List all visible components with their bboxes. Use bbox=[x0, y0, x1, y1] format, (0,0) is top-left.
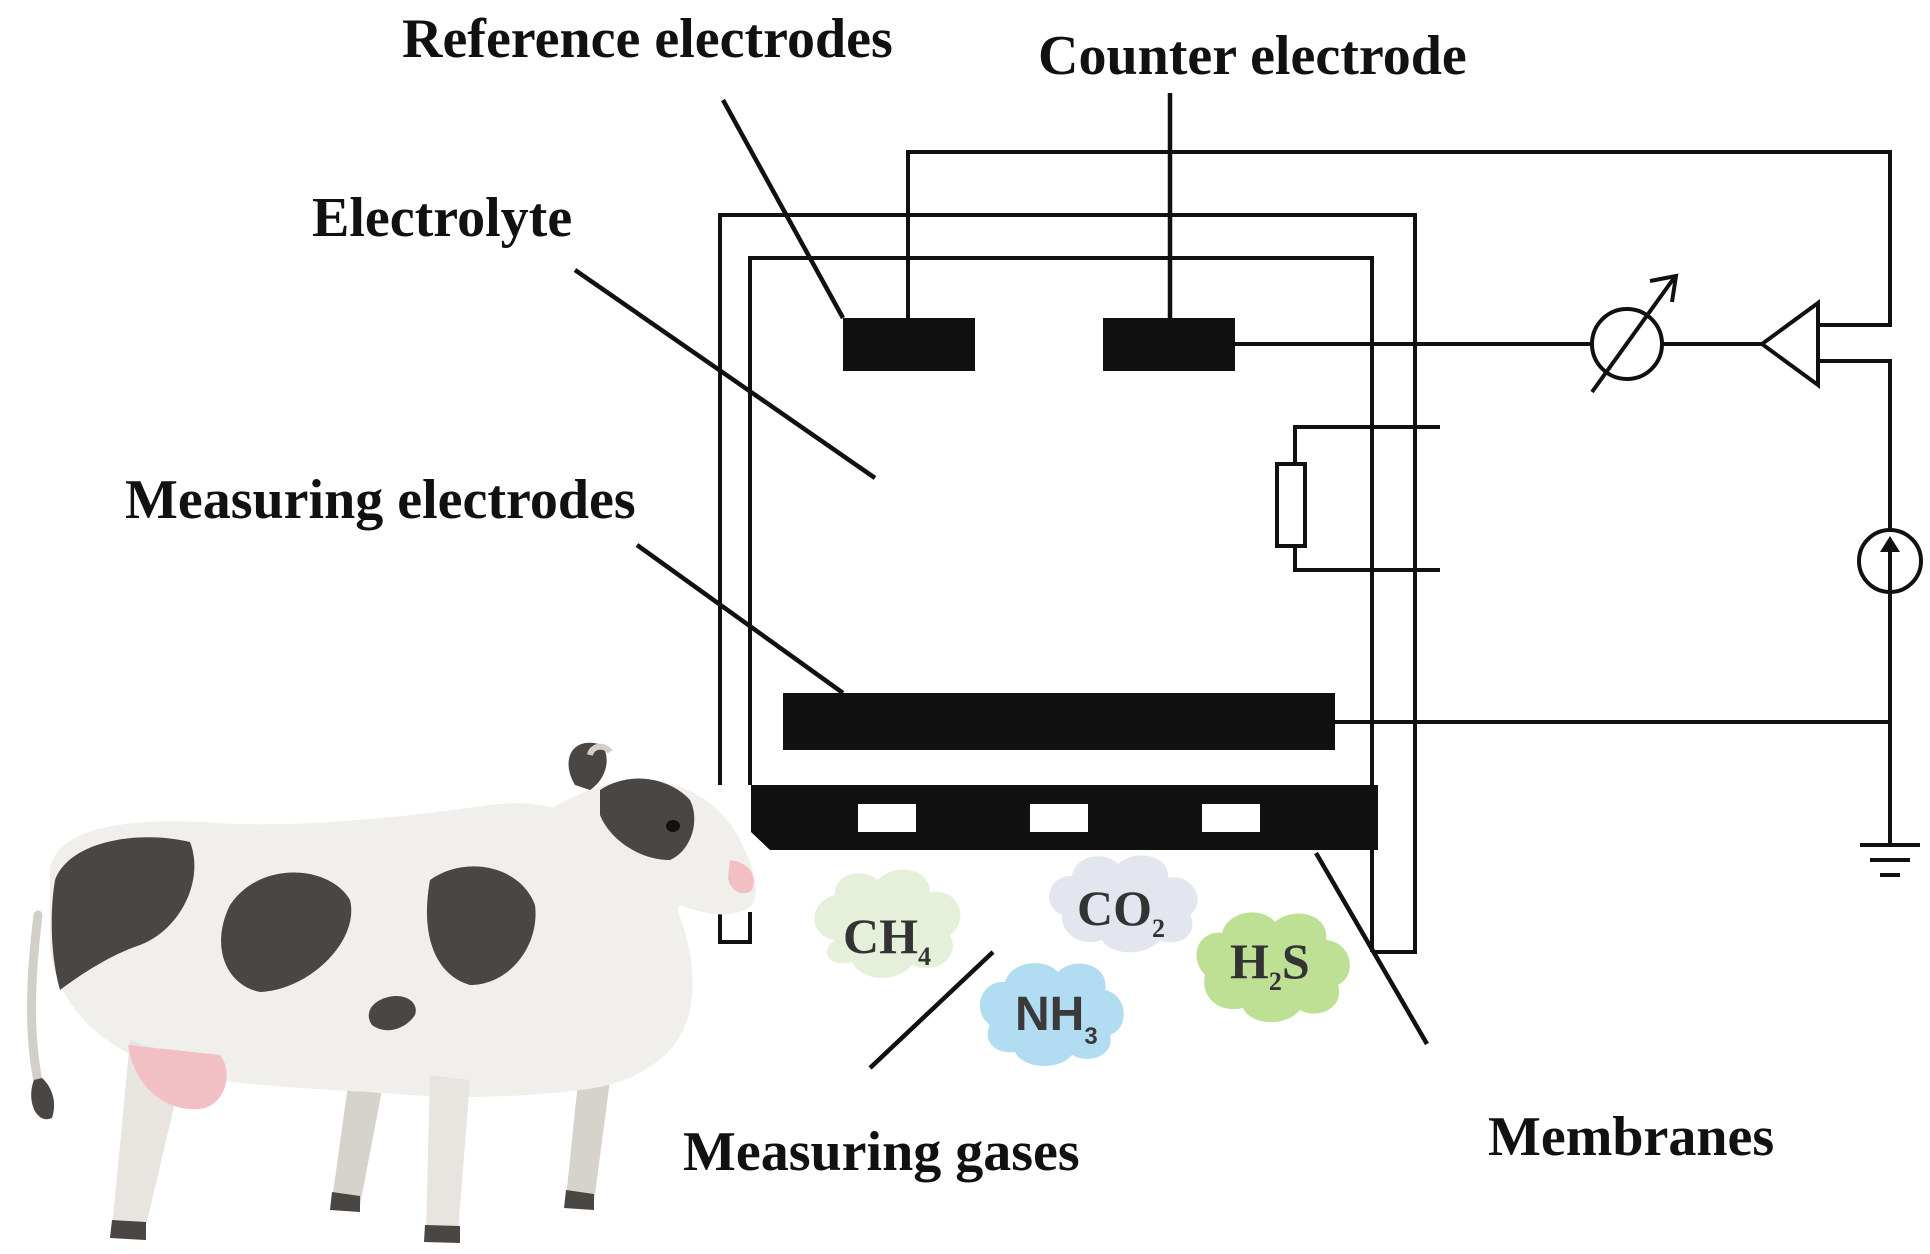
measuring-gases-label: Measuring gases bbox=[683, 1121, 1080, 1183]
cow-tail bbox=[27, 910, 45, 1095]
reference-electrodes-label: Reference electrodes bbox=[402, 8, 893, 70]
cow-eye bbox=[666, 820, 680, 832]
current-source-arrow bbox=[1880, 536, 1900, 552]
measuring-electrodes-leader bbox=[635, 543, 845, 695]
cow-hoof bbox=[110, 1220, 146, 1240]
counter-electrode-label: Counter electrode bbox=[1038, 25, 1467, 87]
meter-symbol bbox=[1590, 273, 1679, 394]
reference-feedback-wire bbox=[906, 150, 1892, 327]
membrane-pore bbox=[858, 804, 916, 832]
nh3-formula: NH3 bbox=[1015, 988, 1098, 1050]
ch4-cloud: CH4 bbox=[814, 869, 961, 978]
co2-subscript: 2 bbox=[1152, 914, 1165, 943]
cow-spot bbox=[368, 995, 416, 1031]
cow-near-front-leg bbox=[426, 1075, 470, 1233]
cow-far-front-leg bbox=[566, 1062, 612, 1202]
electrolyte-leader bbox=[573, 268, 877, 480]
co2-cloud: CO2 bbox=[1049, 855, 1198, 953]
resistor-body bbox=[1275, 462, 1307, 548]
measuring-gases-leader bbox=[868, 950, 995, 1070]
cow-head bbox=[520, 780, 756, 970]
cow-illustration bbox=[27, 742, 756, 1243]
measuring-electrodes-label: Measuring electrodes bbox=[125, 469, 636, 531]
nh3-main: NH bbox=[1015, 988, 1084, 1041]
cow-spot bbox=[426, 866, 536, 985]
ground-symbol bbox=[1860, 843, 1920, 877]
external-circuit bbox=[906, 150, 1892, 845]
ch4-subscript: 4 bbox=[918, 942, 931, 971]
amplifier-input-wire bbox=[1818, 359, 1892, 530]
cow-hoof bbox=[424, 1225, 460, 1243]
h2s-cloud-shape bbox=[1196, 912, 1350, 1023]
h2s-main: H bbox=[1230, 933, 1269, 989]
nh3-cloud: NH3 bbox=[979, 963, 1124, 1067]
cow-far-back-leg bbox=[332, 1085, 382, 1205]
resistor-wire bbox=[1293, 425, 1440, 572]
meter-arrow-head bbox=[1649, 273, 1679, 303]
membrane-pore bbox=[1030, 804, 1088, 832]
cow-tail-tuft bbox=[31, 1078, 55, 1120]
ch4-main: CH bbox=[843, 908, 918, 964]
amplifier-symbol bbox=[1758, 299, 1820, 389]
co2-cloud-shape bbox=[1049, 855, 1198, 953]
nh3-cloud-shape bbox=[979, 963, 1124, 1067]
cow-ear bbox=[568, 742, 607, 790]
h2s-subscript: 2 bbox=[1269, 967, 1282, 996]
cow-horn bbox=[587, 743, 613, 757]
reference-electrodes-leader bbox=[721, 98, 845, 320]
cow-spot bbox=[51, 837, 195, 990]
membranes-label: Membranes bbox=[1488, 1106, 1774, 1168]
co2-main: CO bbox=[1077, 880, 1152, 936]
membrane-pore bbox=[1202, 804, 1260, 832]
nh3-subscript: 3 bbox=[1084, 1023, 1097, 1050]
electrolyte-label: Electrolyte bbox=[312, 187, 572, 249]
h2s-formula: H2S bbox=[1230, 933, 1310, 996]
reference-electrode-block bbox=[843, 318, 975, 371]
sensor-housing bbox=[718, 213, 1417, 954]
cow-nose bbox=[728, 860, 754, 894]
h2s-tail: S bbox=[1282, 933, 1310, 989]
co2-formula: CO2 bbox=[1077, 880, 1165, 943]
ch4-formula: CH4 bbox=[843, 908, 931, 971]
cow-body bbox=[50, 803, 693, 1097]
counter-electrode-block bbox=[1103, 318, 1235, 371]
h2s-cloud: H2S bbox=[1196, 912, 1350, 1023]
cow-spot bbox=[221, 872, 352, 992]
cow-hoof bbox=[564, 1190, 594, 1210]
cow-udder bbox=[128, 1045, 227, 1110]
measuring-electrode-bar bbox=[783, 693, 1335, 750]
meter-arrow-line bbox=[1590, 276, 1676, 394]
membrane bbox=[751, 785, 1378, 850]
membranes-leader bbox=[1314, 851, 1429, 1046]
inner-housing-wall bbox=[748, 256, 1374, 952]
outer-housing-wall bbox=[718, 213, 1417, 954]
cow-head-patch bbox=[600, 778, 695, 860]
ch4-cloud-shape bbox=[814, 869, 961, 978]
resistor bbox=[1275, 425, 1440, 572]
cow-hoof bbox=[330, 1192, 360, 1212]
current-source-symbol bbox=[1857, 528, 1923, 594]
housing-inlet-bracket bbox=[718, 912, 752, 944]
